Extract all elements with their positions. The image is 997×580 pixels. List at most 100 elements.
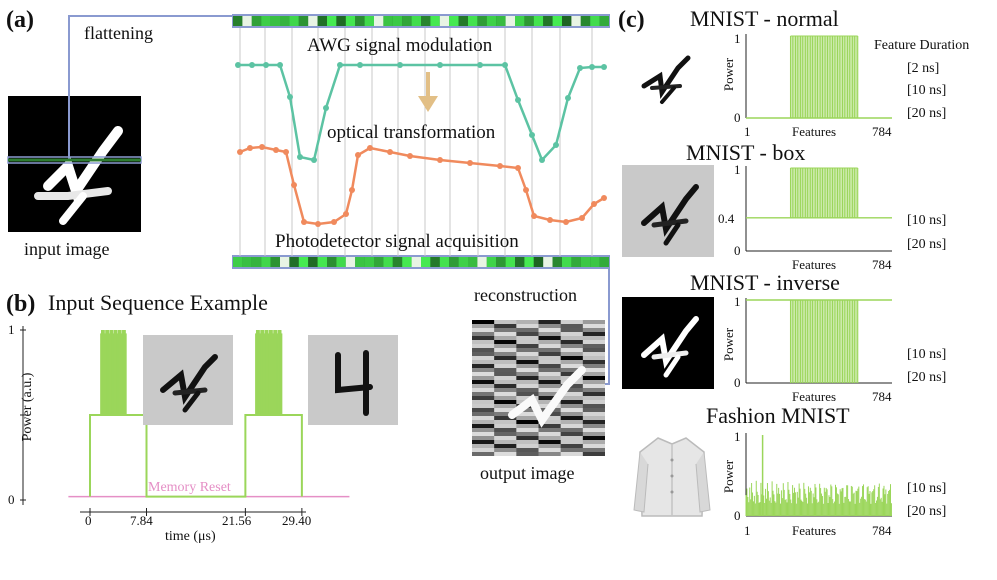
top-signal-strip-cell xyxy=(486,16,497,26)
memory-reset-label: Memory Reset xyxy=(148,480,231,495)
output-stripe xyxy=(538,364,562,368)
output-stripe xyxy=(494,328,517,332)
output-stripe xyxy=(560,444,584,448)
output-stripe xyxy=(560,364,584,368)
output-stripe xyxy=(516,352,539,356)
box-title: MNIST - box xyxy=(686,140,806,165)
output-stripe xyxy=(582,436,605,440)
c4-y-tick-1: 1 xyxy=(734,429,741,444)
top-signal-strip-cell xyxy=(468,16,478,26)
digit-glyph-2 xyxy=(335,350,373,416)
awg-label: AWG signal modulation xyxy=(307,35,493,56)
awg-point-5 xyxy=(297,154,303,160)
optical-point-10 xyxy=(349,187,355,193)
top-signal-strip-cell xyxy=(270,16,280,26)
output-stripe xyxy=(582,448,605,452)
top-signal-strip-cell xyxy=(336,16,346,26)
optical-point-9 xyxy=(343,211,349,217)
input-image xyxy=(8,96,141,232)
output-stripe xyxy=(472,324,495,328)
top-signal-strip-cell xyxy=(233,16,243,26)
output-stripe xyxy=(494,400,517,404)
output-stripe xyxy=(582,380,605,384)
optical-point-8 xyxy=(331,219,337,225)
top-signal-strip-cell xyxy=(298,16,309,26)
output-digit-stroke xyxy=(508,366,586,428)
top-signal-strip-cell xyxy=(580,16,591,26)
digit-glyph-1 xyxy=(160,354,218,413)
output-stripe xyxy=(538,428,562,432)
optical-point-20 xyxy=(531,213,537,219)
bottom-signal-strip-cell xyxy=(543,257,553,267)
output-stripe xyxy=(560,352,584,356)
bottom-signal-strip-cell xyxy=(590,257,600,267)
input-image-caption: input image xyxy=(24,239,110,259)
awg-point-11 xyxy=(437,62,443,68)
bottom-signal-strip-cell xyxy=(552,257,562,267)
output-stripe xyxy=(516,436,539,440)
bottom-signal-strip-cell xyxy=(449,257,459,267)
c3-x-label: Features xyxy=(792,389,837,404)
output-stripe xyxy=(516,384,539,388)
output-stripe xyxy=(560,388,584,392)
output-stripe xyxy=(516,376,539,380)
b-x-tick-1: 7.84 xyxy=(130,513,153,528)
output-stripe xyxy=(582,452,605,456)
output-stripe xyxy=(472,364,495,368)
output-stripe xyxy=(472,392,495,396)
output-stripe xyxy=(472,436,495,440)
output-stripe xyxy=(494,344,517,348)
output-stripe xyxy=(472,444,495,448)
output-stripe xyxy=(538,376,562,380)
output-stripe xyxy=(494,356,517,360)
bottom-signal-strip-cell xyxy=(515,257,525,267)
c4-y-tick-0: 0 xyxy=(734,508,741,523)
c2-dur-20: [20 ns] xyxy=(907,237,947,252)
output-stripe xyxy=(516,324,539,328)
output-stripe xyxy=(494,408,517,412)
c3-y-tick-1: 1 xyxy=(734,294,741,309)
top-signal-strip-cell xyxy=(411,16,421,26)
output-stripe xyxy=(516,408,539,412)
top-signal-strip-cell xyxy=(543,16,553,26)
c4-y-axis-label: Power xyxy=(721,459,737,494)
awg-point-21 xyxy=(601,64,607,70)
output-stripe xyxy=(516,420,539,424)
output-stripe xyxy=(538,436,562,440)
top-signal-strip-cell xyxy=(402,16,412,26)
output-stripe xyxy=(582,372,605,376)
output-stripe xyxy=(560,440,584,444)
output-stripe xyxy=(494,360,517,364)
output-image xyxy=(472,320,605,456)
output-stripe xyxy=(582,340,605,344)
output-stripe xyxy=(560,340,584,344)
c3-x-end: 784 xyxy=(872,389,892,404)
output-stripe xyxy=(516,344,539,348)
bottom-signal-strip-cell xyxy=(233,257,243,267)
awg-point-6 xyxy=(311,157,317,163)
optical-point-17 xyxy=(497,163,503,169)
top-signal-strip-cell xyxy=(562,16,572,26)
c1-y-axis-label: Power xyxy=(721,57,737,92)
output-stripe xyxy=(538,332,562,336)
bottom-signal-strip-cell xyxy=(242,257,252,267)
output-stripe xyxy=(516,332,539,336)
output-stripe xyxy=(494,368,517,372)
optical-point-25 xyxy=(601,195,607,201)
optical-point-15 xyxy=(437,157,443,163)
bottom-signal-strip-cell xyxy=(486,257,497,267)
output-stripe xyxy=(538,320,562,324)
awg-point-10 xyxy=(397,62,403,68)
awg-point-17 xyxy=(553,142,559,148)
c1-x-end: 784 xyxy=(872,124,892,139)
output-stripe xyxy=(472,336,495,340)
output-stripe xyxy=(538,432,562,436)
output-stripe xyxy=(516,348,539,352)
output-stripe xyxy=(516,444,539,448)
top-signal-strip-cell xyxy=(505,16,515,26)
output-stripe xyxy=(494,348,517,352)
top-signal-strip-cell xyxy=(355,16,365,26)
